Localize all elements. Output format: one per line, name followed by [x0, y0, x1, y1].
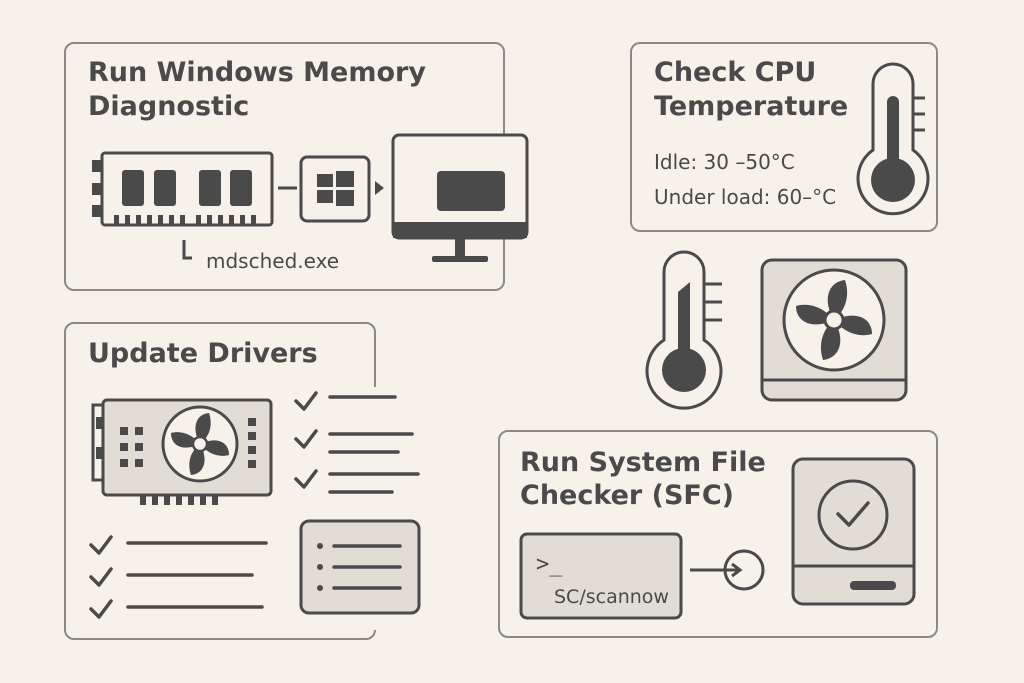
idle-temperature-label: Idle: 30 –50°C	[654, 150, 795, 174]
sfc-card-title-line1: Run System File	[520, 447, 766, 478]
terminal-prompt: >_	[536, 552, 563, 577]
drivers-card-title: Update Drivers	[88, 338, 318, 369]
sfc-command-label: SC/scannow	[554, 586, 669, 608]
sfc-card-title-line2: Checker (SFC)	[520, 480, 734, 511]
cpu-card-title-line1: Check CPU	[654, 57, 817, 88]
load-temperature-label: Under load: 60–°C	[654, 185, 837, 209]
memory-card-title-line2: Diagnostic	[88, 91, 250, 122]
cpu-card-title-line2: Temperature	[654, 91, 849, 122]
memory-command-label: mdsched.exe	[206, 249, 340, 273]
memory-card-title-line1: Run Windows Memory	[88, 57, 426, 88]
